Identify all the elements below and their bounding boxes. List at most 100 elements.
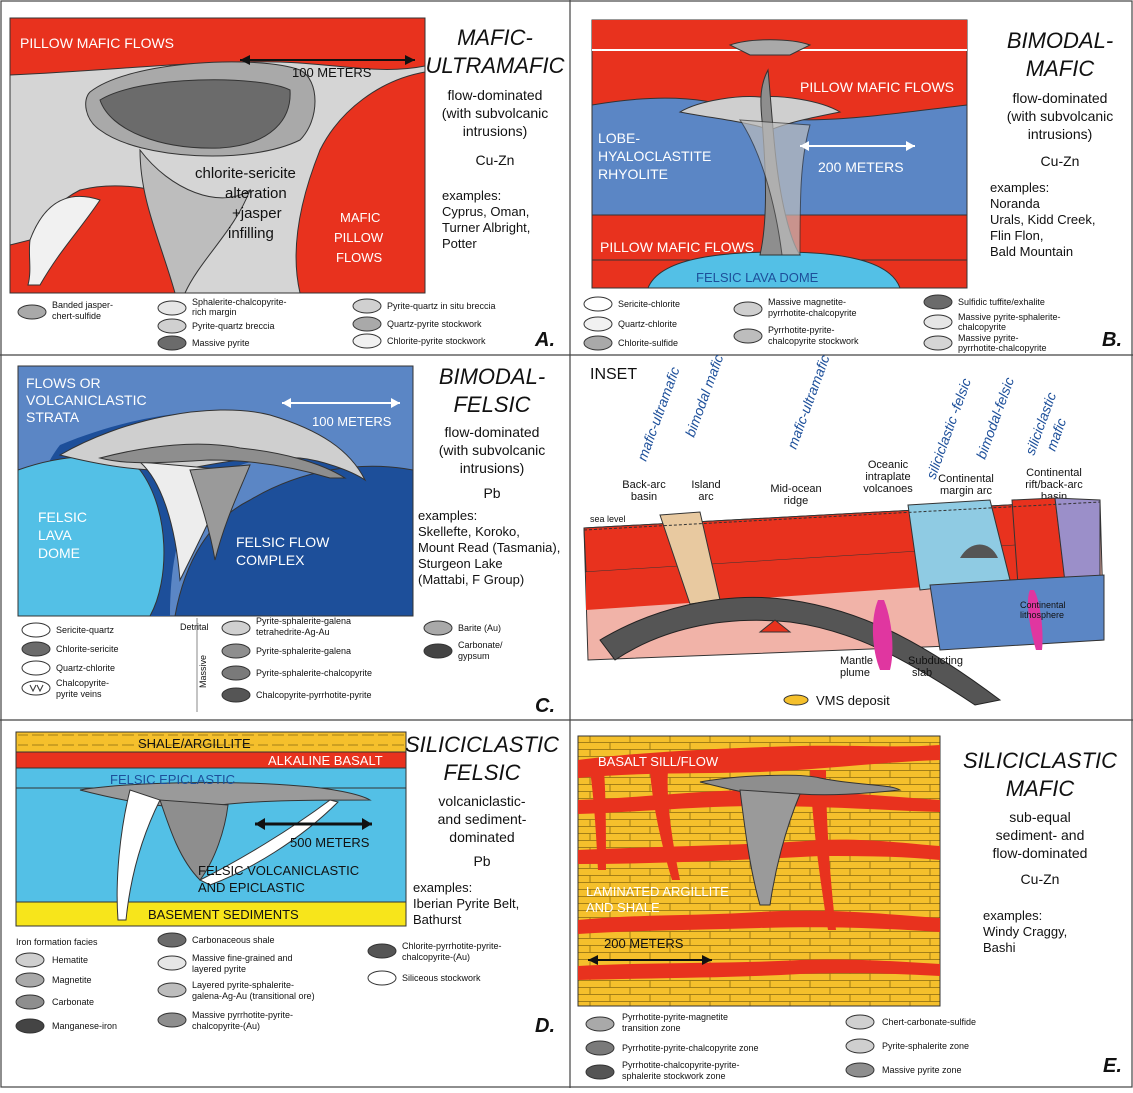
c-leg-3: Quartz-chlorite bbox=[56, 663, 115, 673]
d-ex-2: Iberian Pyrite Belt, bbox=[413, 896, 519, 911]
e-label-basalt: BASALT SILL/FLOW bbox=[598, 754, 719, 769]
a-scale-label: 100 METERS bbox=[292, 65, 372, 80]
panel-b-examples: examples: Noranda Urals, Kidd Creek, Fli… bbox=[990, 180, 1095, 259]
d-metal: Pb bbox=[473, 853, 490, 869]
c-desc-2: (with subvolcanic bbox=[439, 442, 546, 458]
b-leg-2: Quartz-chlorite bbox=[618, 319, 677, 329]
c-leg-4a: Chalcopyrite- bbox=[56, 678, 109, 688]
c-scale-label: 100 METERS bbox=[312, 414, 392, 429]
a-ex-3: Turner Albright, bbox=[442, 220, 530, 235]
panel-b-caption: BIMODAL- MAFIC flow-dominated (with subv… bbox=[1007, 28, 1114, 169]
a-ex-1: examples: bbox=[442, 188, 501, 203]
panel-d-legend: Iron formation facies Hematite Magnetite… bbox=[16, 933, 502, 1033]
d-leg-7b: galena-Ag-Au (transitional ore) bbox=[192, 991, 315, 1001]
inset-sealevel: sea level bbox=[590, 514, 626, 524]
e-title-1: SILICICLASTIC bbox=[963, 748, 1117, 773]
d-label-basement: BASEMENT SEDIMENTS bbox=[148, 907, 299, 922]
b-leg-5b: chalcopyrite stockwork bbox=[768, 336, 859, 346]
c-label-flow-1: FELSIC FLOW bbox=[236, 534, 330, 550]
b-scale-label: 200 METERS bbox=[818, 159, 904, 175]
d-leg-3: Carbonate bbox=[52, 997, 94, 1007]
a-ex-2: Cyprus, Oman, bbox=[442, 204, 529, 219]
panel-e: BASALT SILL/FLOW LAMINATED ARGILLITE AND… bbox=[578, 736, 1122, 1081]
panel-e-examples: examples: Windy Craggy, Bashi bbox=[983, 908, 1067, 955]
e-ex-2: Windy Craggy, bbox=[983, 924, 1067, 939]
e-ex-3: Bashi bbox=[983, 940, 1016, 955]
inset-contrift-2: rift/back-arc bbox=[1025, 479, 1083, 491]
c-label-flows-2: VOLCANICLASTIC bbox=[26, 392, 147, 408]
d-leg-9b: chalcopyrite-(Au) bbox=[402, 952, 470, 962]
inset-diag-3: mafic-ultramafic bbox=[784, 353, 833, 451]
c-ex-2: Skellefte, Koroko, bbox=[418, 524, 520, 539]
panel-b: PILLOW MAFIC FLOWS LOBE- HYALOCLASTITE R… bbox=[584, 20, 1122, 353]
c-leg-9: Barite (Au) bbox=[458, 623, 501, 633]
d-label-fv-1: FELSIC VOLCANICLASTIC bbox=[198, 863, 359, 878]
a-title-1: MAFIC- bbox=[457, 25, 533, 50]
b-desc-1: flow-dominated bbox=[1013, 90, 1108, 106]
inset-island-2: arc bbox=[698, 491, 714, 503]
d-ex-1: examples: bbox=[413, 880, 472, 895]
panel-d: SHALE/ARGILLITE ALKALINE BASALT FELSIC E… bbox=[16, 732, 559, 1037]
b-ex-2: Noranda bbox=[990, 196, 1041, 211]
inset-oceanic-1: Oceanic bbox=[868, 459, 909, 471]
panel-a-diagram: PILLOW MAFIC FLOWS 100 METERS chlorite-s… bbox=[10, 18, 425, 293]
e-desc-2: sediment- and bbox=[996, 827, 1085, 843]
inset-legend: VMS deposit bbox=[784, 693, 890, 708]
inset-diag-5: bimodal-felsic bbox=[973, 375, 1017, 461]
inset-block-diagram: sea level Mantle plume Subducting slab C… bbox=[584, 498, 1104, 705]
e-leg-2: Pyrrhotite-pyrite-chalcopyrite zone bbox=[622, 1043, 759, 1053]
inset-diag-1: mafic-ultramafic bbox=[634, 365, 683, 463]
inset-subduct-1: Subducting bbox=[908, 655, 963, 667]
panel-c-caption: BIMODAL- FELSIC flow-dominated (with sub… bbox=[439, 364, 546, 501]
d-title-1: SILICICLASTIC bbox=[405, 732, 559, 757]
panel-d-caption: SILICICLASTIC FELSIC volcaniclastic- and… bbox=[405, 732, 559, 869]
e-metal: Cu-Zn bbox=[1021, 871, 1060, 887]
b-metal: Cu-Zn bbox=[1041, 153, 1080, 169]
c-label-dome-3: DOME bbox=[38, 545, 80, 561]
a-panel-letter: A. bbox=[534, 329, 555, 351]
a-label-pillow: PILLOW MAFIC FLOWS bbox=[20, 35, 174, 51]
b-desc-2: (with subvolcanic bbox=[1007, 108, 1114, 124]
inset-oceanic-3: volcanoes bbox=[863, 483, 913, 495]
e-ex-1: examples: bbox=[983, 908, 1042, 923]
e-panel-letter: E. bbox=[1103, 1055, 1122, 1077]
d-scale-label: 500 METERS bbox=[290, 835, 370, 850]
d-desc-1: volcaniclastic- bbox=[438, 793, 525, 809]
b-label-pillow-bottom: PILLOW MAFIC FLOWS bbox=[600, 239, 754, 255]
inset-diagonal-labels: mafic-ultramafic bimodal mafic mafic-ult… bbox=[634, 352, 1069, 481]
d-leg-2: Magnetite bbox=[52, 975, 92, 985]
d-label-fv-2: AND EPICLASTIC bbox=[198, 880, 305, 895]
b-desc-3: intrusions) bbox=[1028, 126, 1093, 142]
inset-midocean-2: ridge bbox=[784, 495, 808, 507]
c-leg-4b: pyrite veins bbox=[56, 689, 102, 699]
a-leg-1a: Banded jasper- bbox=[52, 300, 113, 310]
c-leg-8: Chalcopyrite-pyrrhotite-pyrite bbox=[256, 690, 372, 700]
d-leg-7a: Layered pyrite-sphalerite- bbox=[192, 980, 294, 990]
b-label-lobe-3: RHYOLITE bbox=[598, 166, 668, 182]
panel-b-diagram: PILLOW MAFIC FLOWS LOBE- HYALOCLASTITE R… bbox=[592, 20, 967, 288]
a-title-2: ULTRAMAFIC bbox=[426, 53, 565, 78]
d-desc-2: and sediment- bbox=[438, 811, 527, 827]
inset-diag-4: siliciclastic -felsic bbox=[923, 376, 974, 481]
c-label-dome-1: FELSIC bbox=[38, 509, 87, 525]
c-leg-6: Pyrite-sphalerite-galena bbox=[256, 646, 351, 656]
a-leg-6: Quartz-pyrite stockwork bbox=[387, 319, 482, 329]
b-leg-8a: Massive pyrite- bbox=[958, 333, 1019, 343]
c-leg-10a: Carbonate/ bbox=[458, 640, 503, 650]
b-ex-4: Flin Flon, bbox=[990, 228, 1043, 243]
c-ex-1: examples: bbox=[418, 508, 477, 523]
c-leg-5a: Pyrite-sphalerite-galena bbox=[256, 616, 351, 626]
a-leg-1b: chert-sulfide bbox=[52, 311, 101, 321]
b-ex-1: examples: bbox=[990, 180, 1049, 195]
b-title-1: BIMODAL- bbox=[1007, 28, 1113, 53]
d-leg-head: Iron formation facies bbox=[16, 937, 98, 947]
panel-e-diagram: BASALT SILL/FLOW LAMINATED ARGILLITE AND… bbox=[578, 736, 940, 1006]
d-ex-3: Bathurst bbox=[413, 912, 462, 927]
panel-a: PILLOW MAFIC FLOWS 100 METERS chlorite-s… bbox=[10, 18, 565, 351]
d-desc-3: dominated bbox=[449, 829, 514, 845]
d-label-basalt: ALKALINE BASALT bbox=[268, 753, 383, 768]
e-leg-1b: transition zone bbox=[622, 1023, 681, 1033]
b-ex-5: Bald Mountain bbox=[990, 244, 1073, 259]
